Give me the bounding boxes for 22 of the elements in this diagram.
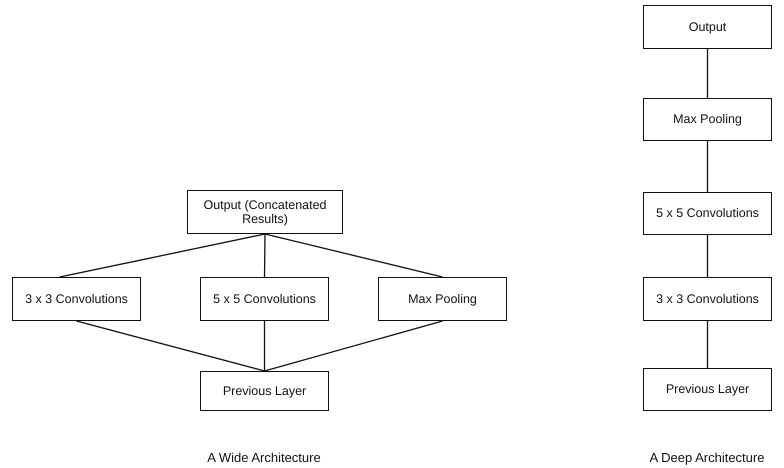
layer-box: Output xyxy=(643,5,772,49)
connector-line xyxy=(706,235,708,277)
connector-line xyxy=(706,321,708,368)
connector-line xyxy=(76,320,265,372)
layer-box: Output (Concatenated Results) xyxy=(187,190,343,234)
layer-box: 3 x 3 Convolutions xyxy=(643,277,772,321)
connector-line xyxy=(60,233,266,278)
layer-box: 5 x 5 Convolutions xyxy=(643,192,772,235)
layer-box: 3 x 3 Convolutions xyxy=(12,277,141,321)
connector-line xyxy=(706,49,708,98)
layer-box: Previous Layer xyxy=(200,371,329,411)
connector-line xyxy=(706,141,708,192)
layer-box: Max Pooling xyxy=(643,98,772,141)
diagram-caption: A Wide Architecture xyxy=(207,450,321,465)
connector-line xyxy=(264,321,266,371)
layer-box: 5 x 5 Convolutions xyxy=(200,277,329,321)
connector-line xyxy=(264,320,443,372)
layer-box: Previous Layer xyxy=(643,368,772,411)
layer-box: Max Pooling xyxy=(378,277,507,321)
connector-line xyxy=(264,234,266,277)
diagram-caption: A Deep Architecture xyxy=(650,450,764,465)
connector-line xyxy=(264,233,443,278)
